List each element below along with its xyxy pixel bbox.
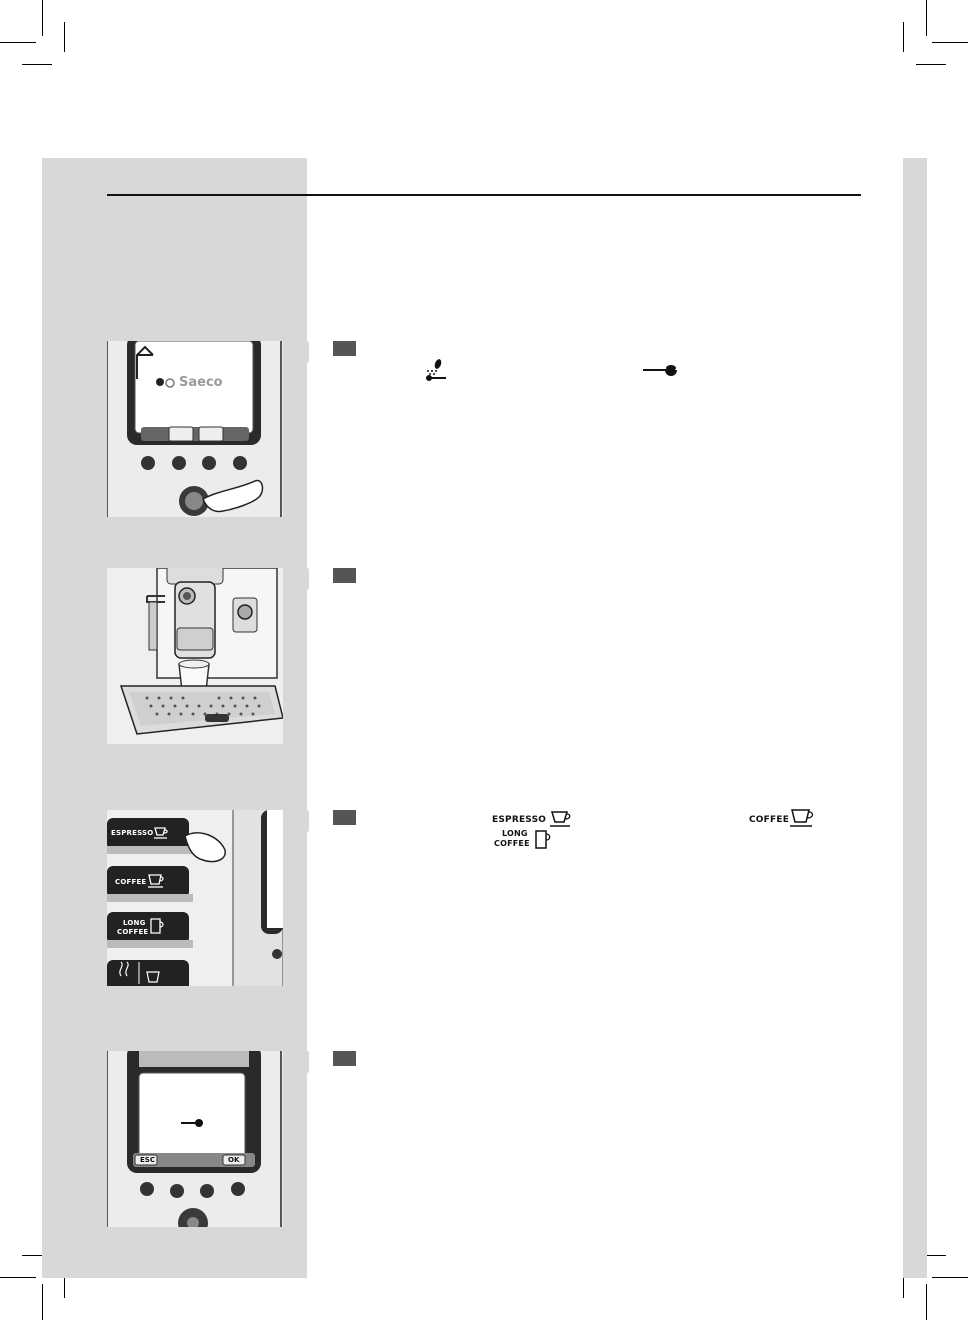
ground-coffee-scoop-icon	[643, 365, 677, 376]
coffee-cup-icon	[148, 874, 164, 888]
espresso-cup-icon	[550, 811, 571, 827]
inline-coffee-label: COFFEE	[749, 815, 790, 825]
long-coffee-mug-icon	[535, 830, 551, 849]
crop-mark	[22, 1255, 52, 1256]
espresso-button[interactable]: ESPRESSO	[107, 818, 189, 850]
crop-mark	[903, 1268, 904, 1298]
figure-machine-display: Saeco	[107, 341, 283, 517]
crop-mark	[932, 1277, 968, 1278]
right-edge-band	[903, 158, 927, 1278]
long-coffee-button[interactable]: LONG COFFEE	[107, 912, 189, 944]
crop-mark	[903, 22, 904, 52]
crop-mark	[42, 1284, 43, 1320]
figure-pointer	[283, 568, 309, 590]
saeco-logo: Saeco	[179, 375, 223, 390]
step-number-box	[333, 341, 356, 356]
inline-long-coffee-line1: LONG	[502, 829, 528, 838]
figure-pointer	[283, 1051, 309, 1073]
ok-button-label: OK	[228, 1156, 240, 1164]
coffee-button-label: COFFEE	[115, 878, 147, 886]
coffee-cup-icon	[790, 809, 814, 827]
crop-mark	[0, 1277, 36, 1278]
header-rule	[107, 194, 861, 196]
step-number-box	[333, 568, 356, 583]
step-number-box	[333, 1051, 356, 1066]
crop-mark	[64, 1268, 65, 1298]
esc-button-label: ESC	[140, 1156, 155, 1164]
long-coffee-button-label-line1: LONG	[123, 919, 146, 927]
figure-display-ground-coffee: ESC OK	[107, 1051, 283, 1227]
crop-mark	[926, 0, 927, 36]
figure-pointer	[283, 810, 309, 832]
long-coffee-button-label-line2: COFFEE	[117, 928, 149, 936]
espresso-cup-icon	[154, 827, 168, 839]
figure-pointer	[283, 341, 309, 363]
crop-mark	[64, 22, 65, 52]
figure-beverage-buttons: ESPRESSO COFFEE LONG COFFEE	[107, 810, 283, 986]
crop-mark	[42, 0, 43, 36]
step-number-box	[333, 810, 356, 825]
espresso-button-label: ESPRESSO	[111, 829, 154, 837]
pre-ground-coffee-icon	[426, 359, 446, 381]
long-coffee-mug-icon	[150, 918, 164, 934]
inline-long-coffee-line2: COFFEE	[494, 839, 530, 848]
figure-cup-under-dispenser	[107, 568, 283, 744]
coffee-button[interactable]: COFFEE	[107, 866, 189, 898]
crop-mark	[0, 42, 36, 43]
crop-mark	[926, 1284, 927, 1320]
crop-mark	[932, 42, 968, 43]
crop-mark	[916, 1255, 946, 1256]
crop-mark	[916, 64, 946, 65]
inline-espresso-label: ESPRESSO	[492, 815, 547, 825]
crop-mark	[22, 64, 52, 65]
